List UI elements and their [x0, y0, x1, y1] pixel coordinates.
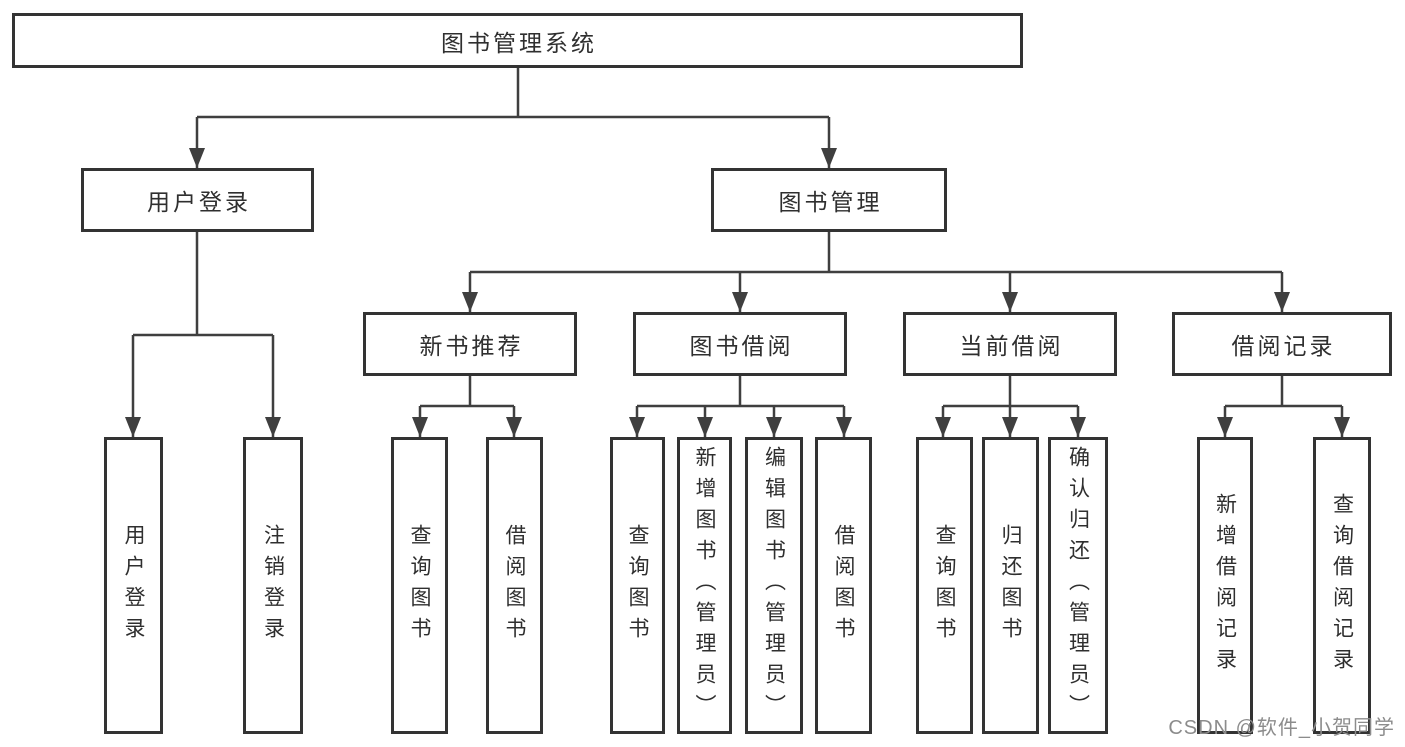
- node-user-login-label: 用户登录: [147, 189, 251, 215]
- leaf-borrow-books-2-label: 借阅图书: [832, 523, 855, 648]
- node-user-login: 用户登录: [81, 168, 314, 232]
- node-borrow-records: 借阅记录: [1172, 312, 1392, 376]
- leaf-query-books-recommend: 查询图书: [391, 437, 448, 734]
- node-current-borrow-label: 当前借阅: [959, 333, 1064, 359]
- leaf-borrow-books-recommend: 借阅图书: [486, 437, 543, 734]
- connector-arrows: [125, 117, 1350, 437]
- leaf-add-borrow-record-label: 新增借阅记录: [1213, 492, 1237, 679]
- node-book-management: 图书管理: [711, 168, 947, 232]
- leaf-borrow-books-2: 借阅图书: [815, 437, 872, 734]
- node-book-borrow-label: 图书借阅: [689, 333, 794, 359]
- leaf-query-borrow-record: 查询借阅记录: [1313, 437, 1371, 734]
- leaf-query-books-current-label: 查询图书: [933, 523, 956, 648]
- leaf-return-book-label: 归还图书: [999, 523, 1022, 648]
- leaf-edit-book-admin: 编辑图书（管理员）: [745, 437, 803, 734]
- leaf-add-book-admin-label: 新增图书（管理员）: [693, 446, 716, 725]
- leaf-query-borrow-record-label: 查询借阅记录: [1330, 492, 1354, 679]
- node-root-label: 图书管理系统: [441, 29, 597, 56]
- leaf-user-login-label: 用户登录: [122, 523, 145, 648]
- leaf-add-borrow-record: 新增借阅记录: [1197, 437, 1253, 734]
- leaf-logout-label: 注销登录: [261, 523, 285, 648]
- leaf-query-books-borrow-label: 查询图书: [626, 523, 649, 648]
- leaf-query-books-recommend-label: 查询图书: [408, 523, 431, 648]
- leaf-return-book: 归还图书: [982, 437, 1039, 734]
- node-root: 图书管理系统: [12, 13, 1023, 68]
- node-book-management-label: 图书管理: [778, 189, 883, 215]
- leaf-add-book-admin: 新增图书（管理员）: [677, 437, 732, 734]
- node-book-borrow: 图书借阅: [633, 312, 847, 376]
- connector-rails: [133, 68, 1342, 408]
- leaf-query-books-borrow: 查询图书: [610, 437, 665, 734]
- leaf-edit-book-admin-label: 编辑图书（管理员）: [762, 446, 786, 725]
- csdn-watermark: CSDN @软件_小贺同学: [1168, 717, 1395, 739]
- leaf-query-books-current: 查询图书: [916, 437, 973, 734]
- node-new-book-recommend-label: 新书推荐: [419, 333, 524, 359]
- leaf-borrow-books-recommend-label: 借阅图书: [503, 523, 526, 648]
- leaf-user-login: 用户登录: [104, 437, 163, 734]
- node-current-borrow: 当前借阅: [903, 312, 1117, 376]
- leaf-confirm-return-admin-label: 确认归还（管理员）: [1066, 446, 1090, 725]
- leaf-logout: 注销登录: [243, 437, 303, 734]
- node-borrow-records-label: 借阅记录: [1231, 333, 1336, 359]
- node-new-book-recommend: 新书推荐: [363, 312, 577, 376]
- leaf-confirm-return-admin: 确认归还（管理员）: [1048, 437, 1108, 734]
